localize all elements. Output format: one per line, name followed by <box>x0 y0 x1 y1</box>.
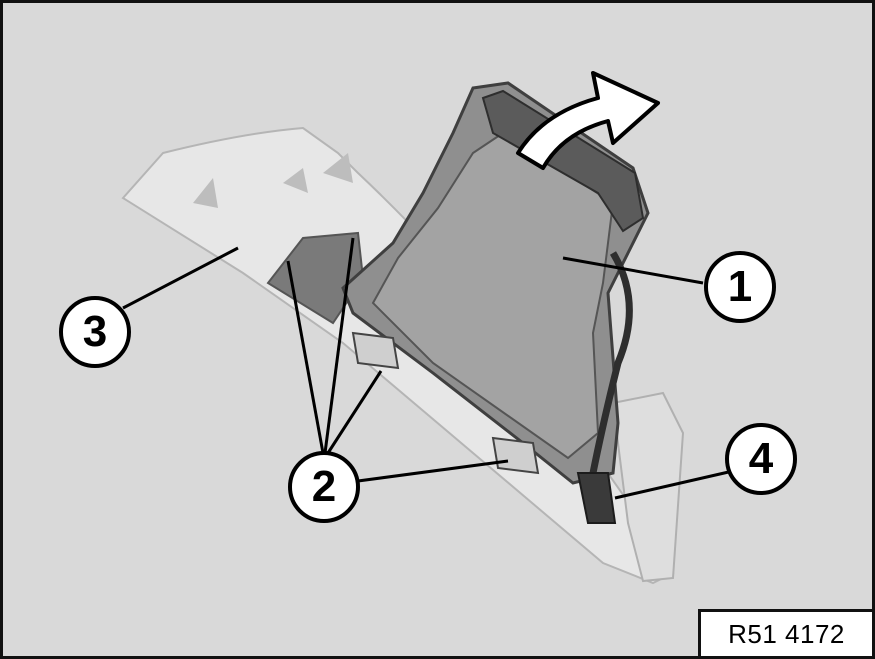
leader-line-1 <box>562 256 704 285</box>
callout-1: 1 <box>704 251 776 323</box>
callout-2: 2 <box>288 451 360 523</box>
leader-line-3 <box>122 246 239 310</box>
cable-connector <box>576 472 617 524</box>
reference-code: R51 4172 <box>698 609 872 656</box>
air-duct-mount-tab-1 <box>351 331 400 370</box>
trim-panel-clip-1 <box>193 178 218 208</box>
removal-arrow <box>516 71 660 170</box>
trim-panel-clip-3 <box>323 153 353 183</box>
callout-4: 4 <box>725 423 797 495</box>
callout-3: 3 <box>59 296 131 368</box>
leader-line-2d <box>357 459 509 483</box>
trim-panel-end <box>611 391 685 583</box>
leader-line-4 <box>614 469 734 500</box>
air-duct-outlet <box>481 89 645 233</box>
panel-opening <box>266 231 365 325</box>
trim-panel-clip-2 <box>283 168 308 193</box>
component-illustration <box>121 71 734 585</box>
leader-line-2c <box>326 370 383 454</box>
air-duct-mount-tab-2 <box>491 436 540 475</box>
leader-line-2a <box>286 260 325 454</box>
leader-line-2b <box>323 237 355 454</box>
air-duct-face <box>371 131 615 460</box>
